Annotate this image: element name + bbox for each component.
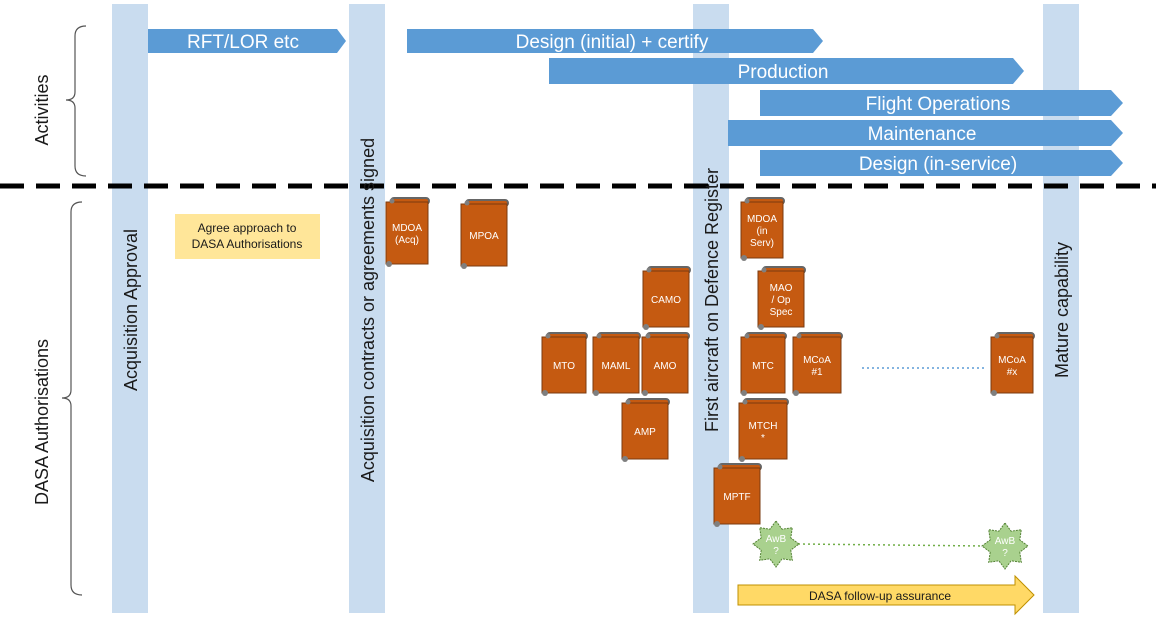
milestone-band-contracts-signed <box>349 4 385 613</box>
scroll-label: AMO <box>654 361 677 372</box>
activity-label-rft: RFT/LOR etc <box>187 32 299 53</box>
activity-label-production: Production <box>738 62 829 83</box>
scroll-mcoa-x: MCoA#x <box>990 332 1035 396</box>
milestone-label-first-aircraft: First aircraft on Defence Register <box>702 168 722 432</box>
scroll-label: #x <box>1007 367 1018 378</box>
activity-arrow-flight-ops: Flight Operations <box>760 90 1123 116</box>
awb-label: AwB <box>766 534 787 545</box>
scroll-label: * <box>761 433 765 444</box>
authorisations-brace <box>61 201 83 596</box>
scroll-mdoa-acq: MDOA(Acq) <box>385 197 430 267</box>
activity-label-design-initial: Design (initial) + certify <box>516 32 709 53</box>
scroll-mtc: MTC <box>740 332 787 396</box>
followup-arrow: DASA follow-up assurance <box>737 574 1035 616</box>
milestone-label-mature-capability: Mature capability <box>1052 242 1072 378</box>
activity-label-maintenance: Maintenance <box>868 124 977 145</box>
note-line-1: Agree approach to <box>198 221 297 235</box>
milestone-label-acquisition-approval: Acquisition Approval <box>121 229 141 391</box>
scroll-mcoa-1: MCoA#1 <box>792 332 843 396</box>
awb-label: ? <box>773 546 779 557</box>
scroll-label: / Op <box>772 295 791 306</box>
activity-label-design-in-service: Design (in-service) <box>859 154 1017 175</box>
scroll-label: MAML <box>602 361 631 372</box>
milestone-band-acquisition-approval <box>112 4 148 613</box>
awb-stars: AwB?AwB? <box>752 520 1029 570</box>
awb-label: AwB <box>995 536 1016 547</box>
scroll-label: (in <box>756 226 767 237</box>
followup-label: DASA follow-up assurance <box>809 589 951 603</box>
scroll-camo: CAMO <box>642 266 691 330</box>
activity-arrow-design-in-service: Design (in-service) <box>760 150 1123 176</box>
scroll-mpoa: MPOA <box>460 199 509 269</box>
section-label-authorisations: DASA Authorisations <box>32 339 52 505</box>
scroll-mptf: MPTF <box>713 463 762 527</box>
scroll-label: MCoA <box>803 355 831 366</box>
awb-connector <box>797 543 985 547</box>
scroll-label: MTC <box>752 361 774 372</box>
scroll-amp: AMP <box>621 398 670 462</box>
scroll-amo: AMO <box>641 332 690 396</box>
scroll-label: #1 <box>811 367 823 378</box>
activity-arrow-rft: RFT/LOR etc <box>148 29 346 53</box>
scroll-label: Spec <box>770 307 793 318</box>
scroll-label: MPOA <box>469 231 499 242</box>
activities-brace <box>65 25 87 177</box>
milestone-label-contracts-signed: Acquisition contracts or agreements sign… <box>358 138 378 482</box>
activity-arrow-maintenance: Maintenance <box>728 120 1123 146</box>
scroll-label: MCoA <box>998 355 1026 366</box>
activity-arrow-design-initial: Design (initial) + certify <box>407 29 823 53</box>
section-label-activities: Activities <box>32 74 52 145</box>
scroll-label: MTO <box>553 361 575 372</box>
note-line-2: DASA Authorisations <box>192 237 303 251</box>
scroll-label: MDOA <box>392 223 422 234</box>
awb-label: ? <box>1002 548 1008 559</box>
scroll-label: (Acq) <box>395 235 419 246</box>
awb-star-second: AwB? <box>981 522 1029 570</box>
scroll-label: AMP <box>634 427 656 438</box>
activity-arrow-production: Production <box>549 58 1024 84</box>
scroll-label: MAO <box>770 283 793 294</box>
agree-approach-note: Agree approach to DASA Authorisations <box>175 214 320 259</box>
scroll-label: CAMO <box>651 295 681 306</box>
scroll-label: Serv) <box>750 238 774 249</box>
awb-star-first: AwB? <box>752 520 800 568</box>
scroll-maml: MAML <box>592 332 641 396</box>
scroll-label: MPTF <box>723 492 750 503</box>
scroll-mtch: MTCH* <box>738 398 789 462</box>
scroll-label: MTCH <box>749 421 778 432</box>
scroll-label: MDOA <box>747 214 777 225</box>
scroll-mto: MTO <box>541 332 588 396</box>
activity-label-flight-ops: Flight Operations <box>866 94 1011 115</box>
